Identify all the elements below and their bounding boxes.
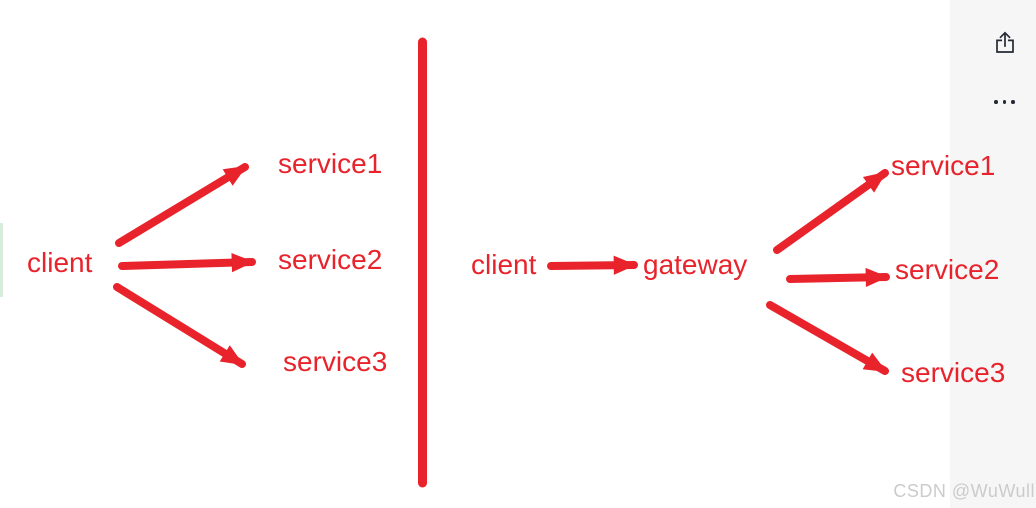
arrow-right-client-gateway [547, 255, 638, 275]
more-options-button[interactable] [994, 97, 1018, 107]
ellipsis-icon [1011, 100, 1015, 104]
left-node-service1: service1 [278, 148, 383, 179]
ellipsis-icon [1002, 100, 1006, 104]
right-node-service1: service1 [891, 150, 996, 181]
left-node-service3: service3 [283, 346, 388, 377]
arrow-right-gateway-service1 [773, 169, 889, 254]
right-node-gateway: gateway [643, 249, 748, 280]
watermark: CSDN @WuWull [893, 481, 1035, 501]
right-node-service3: service3 [901, 357, 1006, 388]
arrow-left-client-service3 [113, 283, 246, 368]
arrow-right-gateway-service3 [766, 301, 889, 375]
left-node-client: client [27, 247, 93, 278]
share-button[interactable] [993, 30, 1017, 57]
right-node-client: client [471, 249, 537, 280]
right-node-service2: service2 [895, 254, 1000, 285]
viewer-side-panel [950, 0, 1036, 508]
left-edge-strip [0, 223, 3, 297]
ellipsis-icon [994, 100, 998, 104]
share-icon [996, 31, 1014, 53]
arrow-right-gateway-service2 [786, 267, 890, 288]
left-node-service2: service2 [278, 244, 383, 275]
arrow-left-client-service1 [115, 163, 249, 247]
arrow-left-client-service2 [118, 253, 256, 273]
